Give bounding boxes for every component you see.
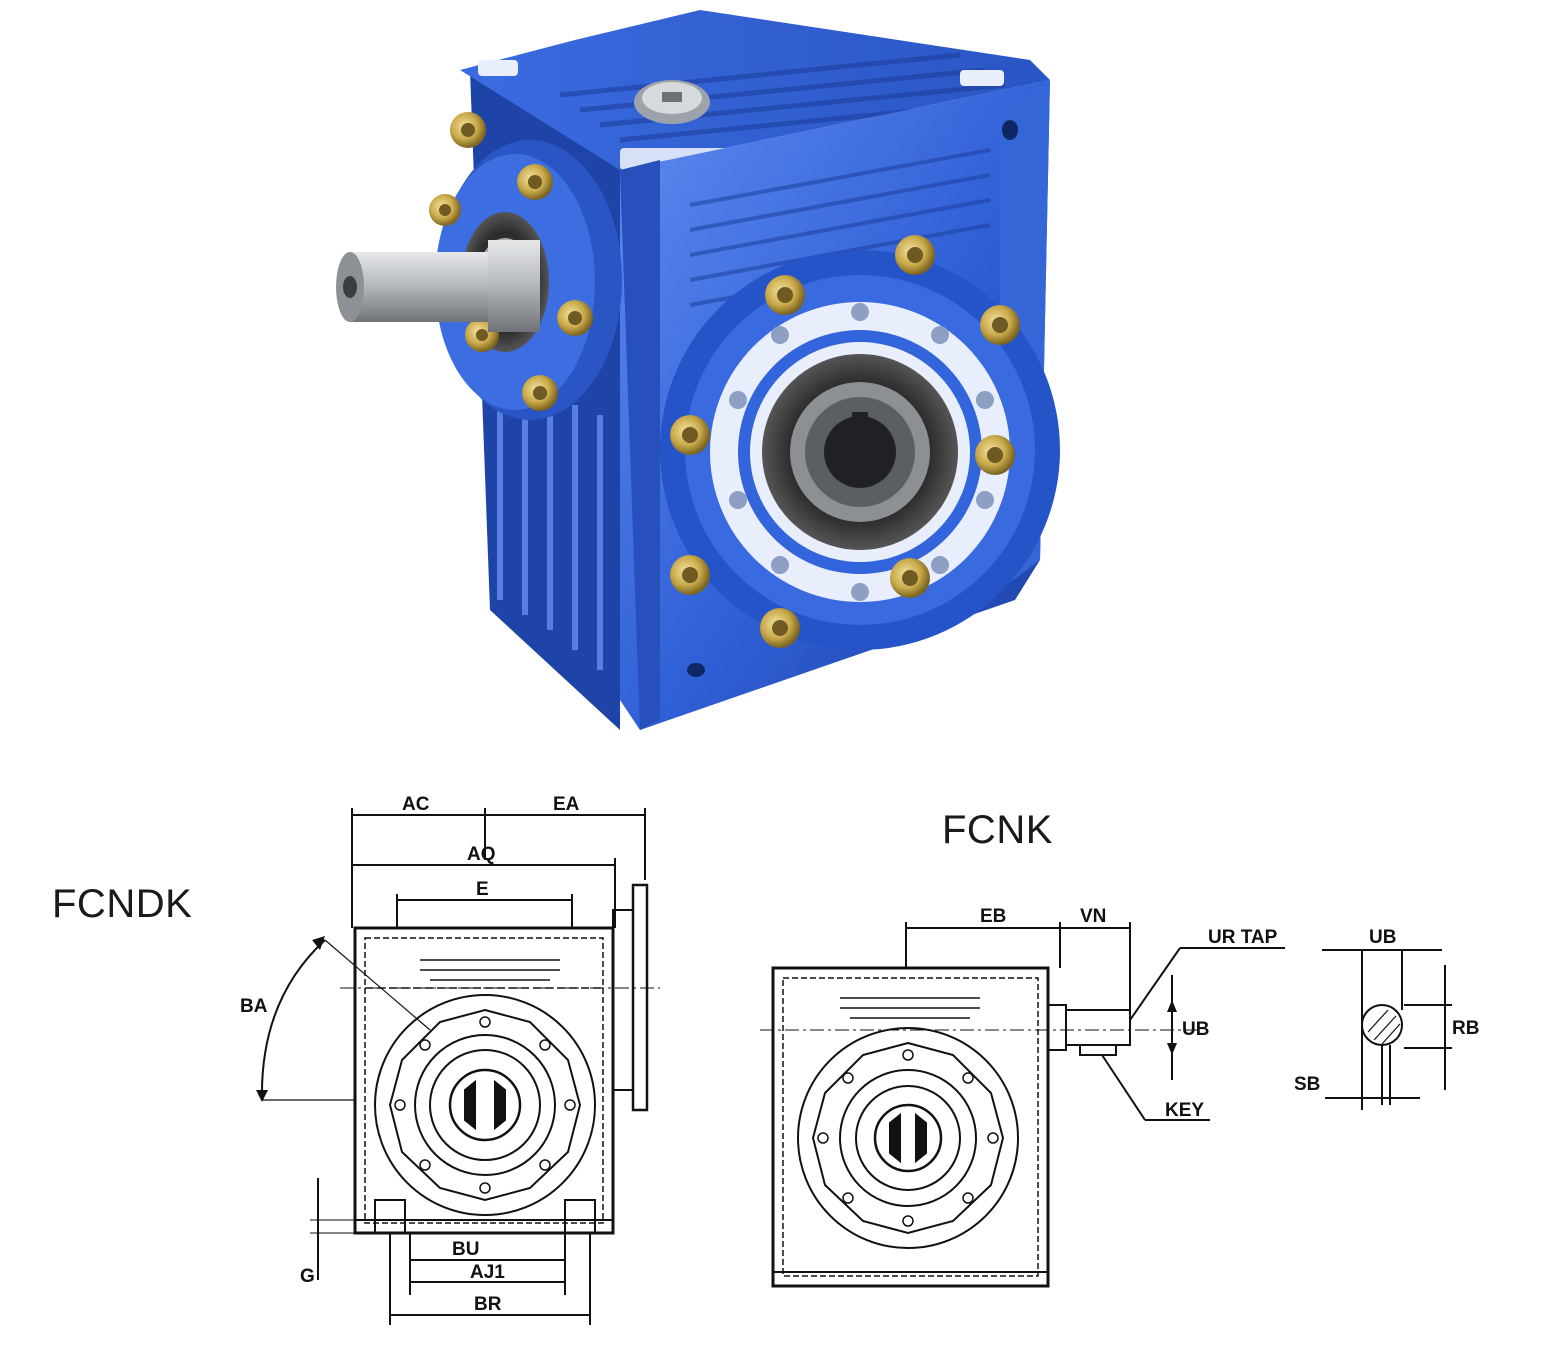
label-ea: EA [553,794,580,815]
label-sb: SB [1294,1074,1320,1095]
label-eb: EB [980,906,1006,927]
fcndk-drawing: AC EA AQ E [240,794,660,1325]
label-e: E [476,879,489,900]
label-aq: AQ [467,844,496,865]
drawing-title-fcndk: FCNDK [52,882,193,926]
label-br: BR [474,1294,502,1315]
label-ba: BA [240,996,268,1017]
label-key: KEY [1165,1100,1204,1121]
drawing-title-fcnk: FCNK [942,808,1053,852]
label-ur-tap: UR TAP [1208,927,1278,948]
label-aj1: AJ1 [470,1262,505,1283]
label-vn: VN [1080,906,1106,927]
label-ub-detail: UB [1369,927,1396,948]
label-ac: AC [402,794,430,815]
label-ub: UB [1182,1019,1209,1040]
gear-reducer-photo [336,10,1060,730]
label-g: G [300,1266,315,1287]
label-bu: BU [452,1239,479,1260]
label-rb: RB [1452,1018,1479,1039]
fcnk-drawing: EB VN [760,906,1479,1288]
